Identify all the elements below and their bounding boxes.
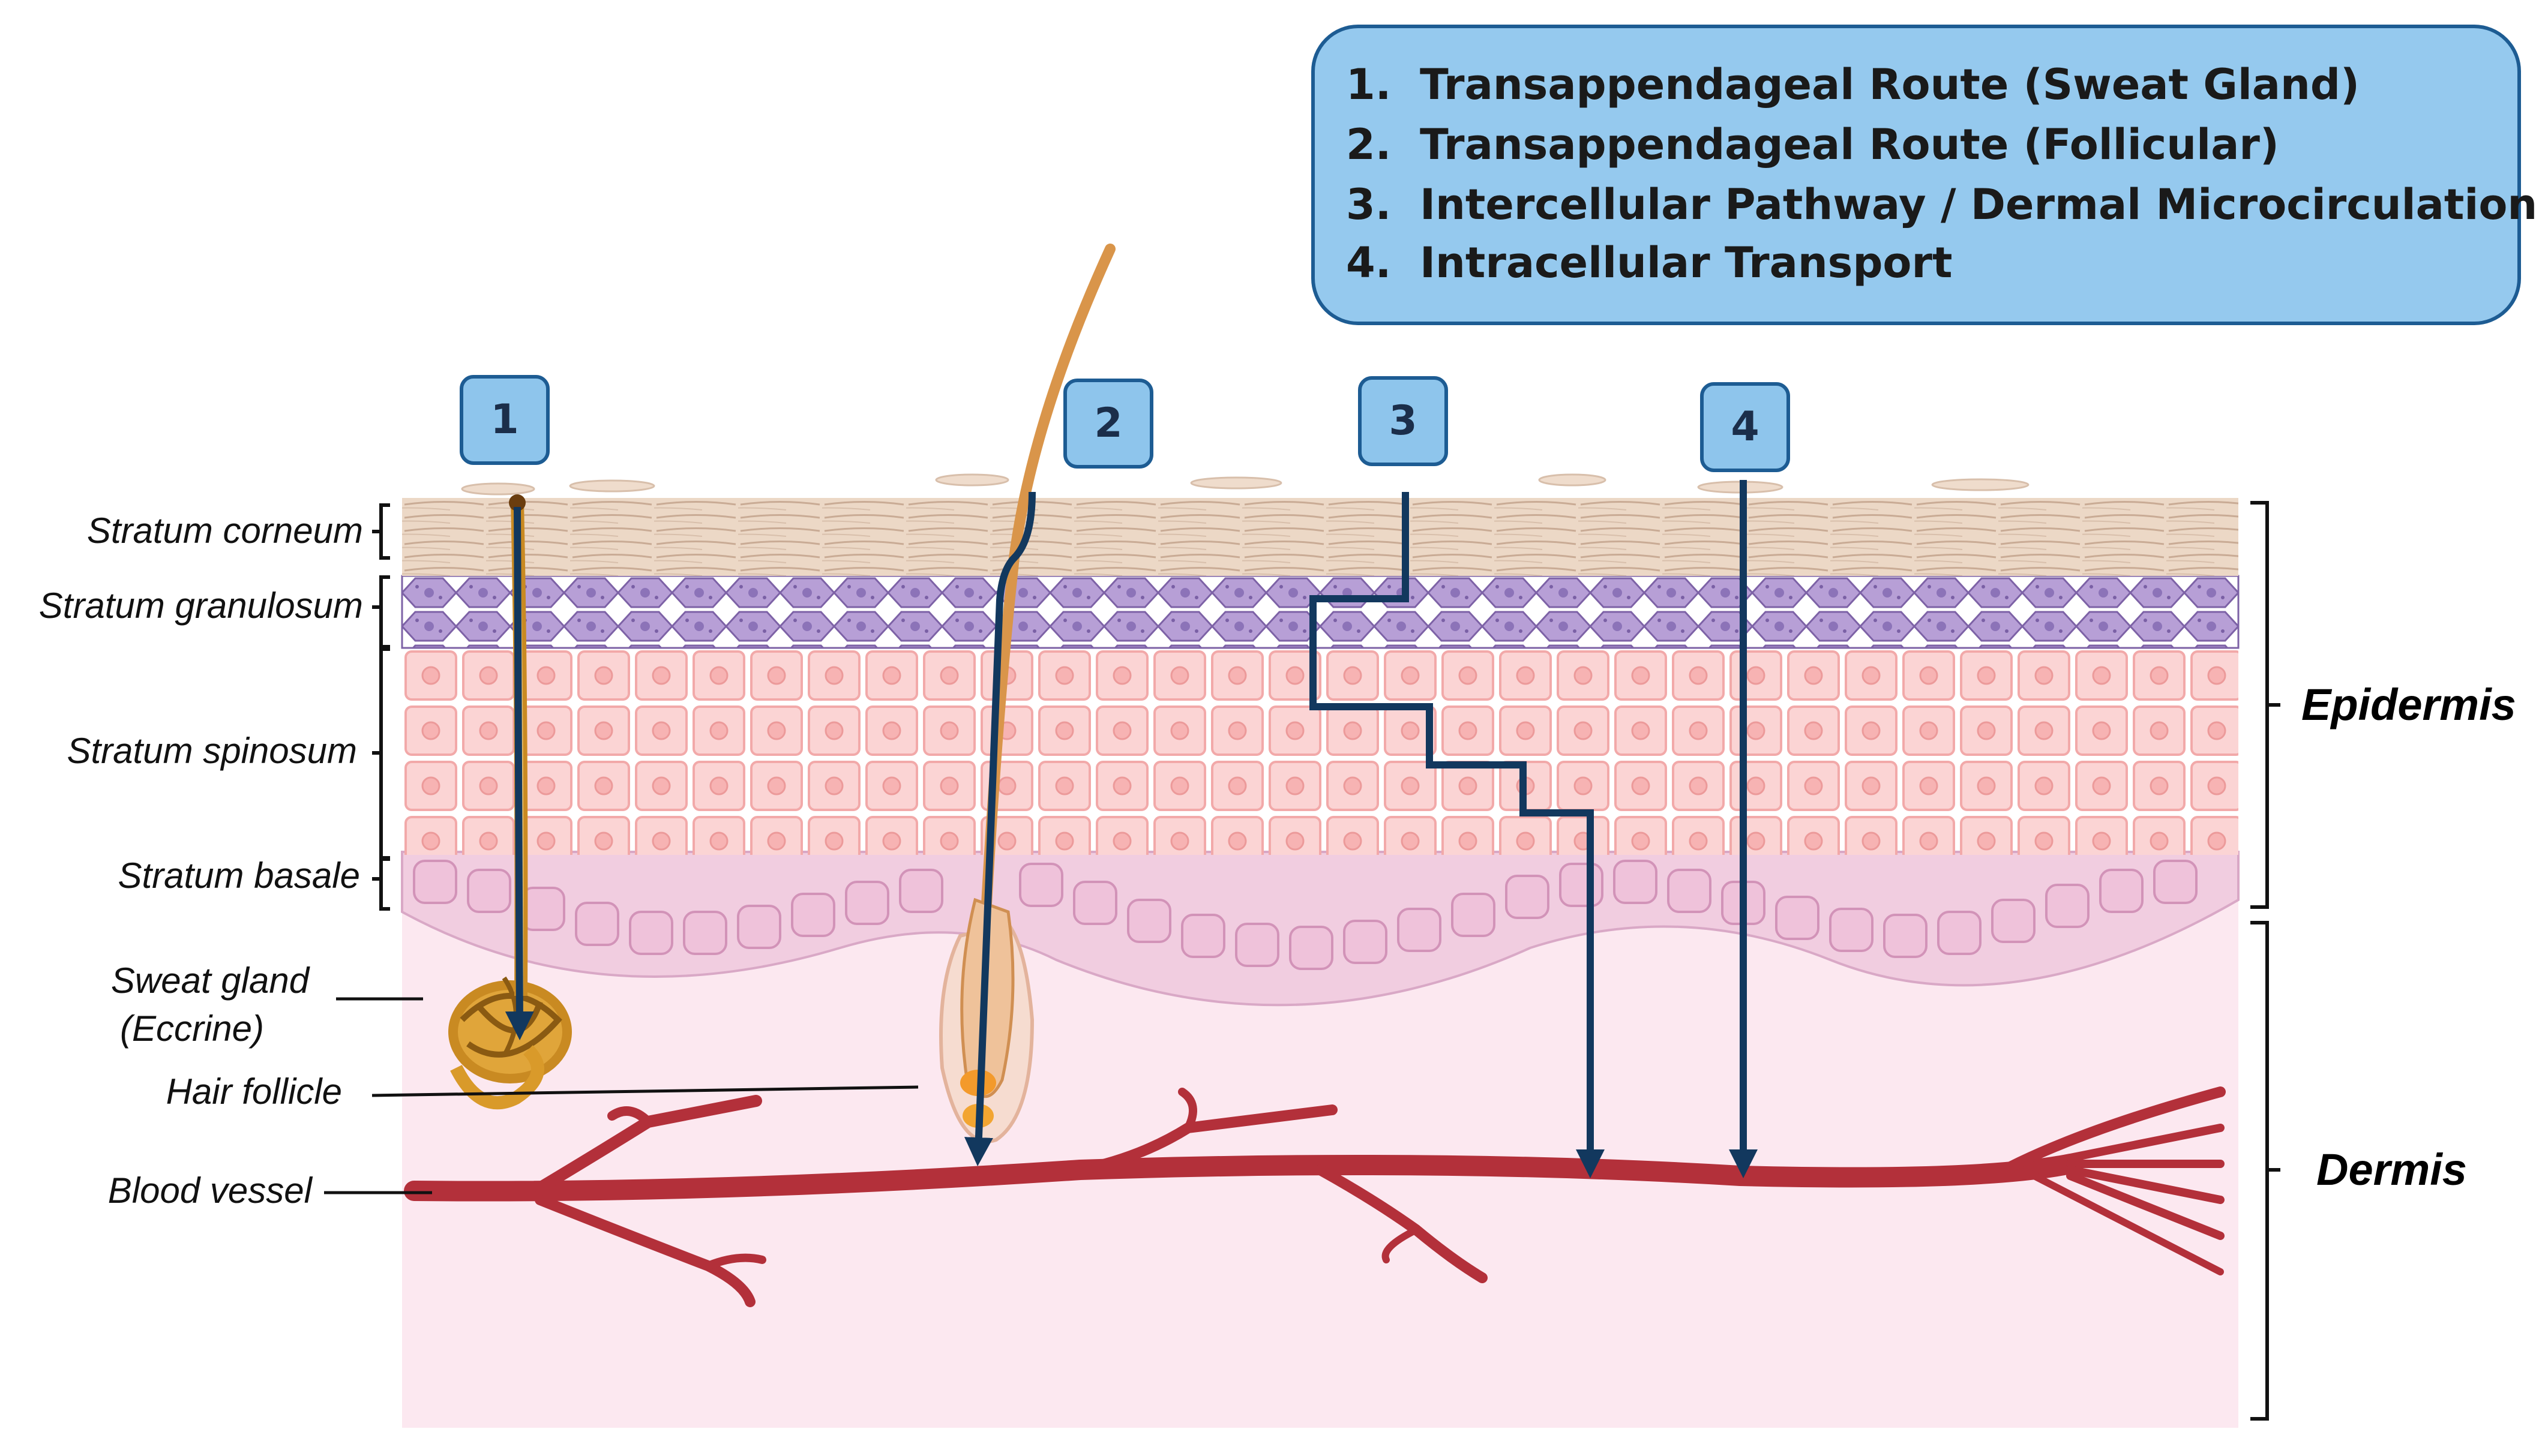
label-hair-follicle: Hair follicle — [166, 1071, 342, 1112]
svg-text:1: 1 — [490, 396, 518, 443]
stratum-spinosum-band — [402, 648, 2238, 855]
region-brackets — [2250, 501, 2280, 1421]
label-dermis: Dermis — [2316, 1145, 2467, 1194]
pathway-1-arrow — [505, 506, 534, 1040]
marker-badge-3: 3 — [1358, 376, 1448, 466]
marker-badge-1: 1 — [460, 375, 550, 465]
legend-number-2: 2. — [1346, 120, 1391, 169]
svg-text:2: 2 — [1094, 400, 1122, 447]
basale-cells — [413, 860, 2198, 970]
legend-label-3: Intercellular Pathway / Dermal Microcirc… — [1420, 180, 2537, 229]
pathway-2-arrow — [964, 491, 1036, 1166]
label-blood-vessel: Blood vessel — [108, 1170, 313, 1211]
stratum-granulosum-band — [402, 576, 2238, 648]
label-stratum-granulosum: Stratum granulosum — [39, 586, 363, 626]
label-stratum-corneum: Stratum corneum — [87, 511, 363, 551]
legend-label-2: Transappendageal Route (Follicular) — [1420, 120, 2279, 169]
label-sweat-gland: Sweat gland — [111, 960, 310, 1001]
legend-number-3: 3. — [1346, 180, 1391, 229]
label-stratum-basale: Stratum basale — [118, 855, 360, 896]
legend-number-4: 4. — [1346, 238, 1391, 287]
label-epidermis: Epidermis — [2301, 680, 2516, 729]
legend-label-1: Transappendageal Route (Sweat Gland) — [1420, 60, 2360, 109]
stratum-corneum-band — [402, 498, 2238, 576]
pathway-3-arrow — [1309, 492, 1605, 1178]
label-sweat-gland-type: (Eccrine) — [120, 1008, 264, 1049]
marker-badge-2: 2 — [1063, 379, 1153, 469]
svg-text:3: 3 — [1389, 397, 1417, 445]
layer-brackets — [372, 503, 390, 911]
legend-label-4: Intracellular Transport — [1420, 238, 1953, 287]
svg-text:4: 4 — [1731, 403, 1759, 451]
legend-number-1: 1. — [1346, 60, 1391, 109]
pathway-arrows — [505, 480, 1758, 1178]
blood-vessel — [404, 1086, 2226, 1307]
leader-hair-follicle — [371, 1085, 919, 1097]
label-stratum-spinosum: Stratum spinosum — [67, 731, 357, 771]
marker-badge-4: 4 — [1700, 382, 1790, 472]
legend-box: 1. Transappendageal Route (Sweat Gland) … — [1311, 25, 2537, 325]
corneum-flakes — [461, 473, 2030, 496]
